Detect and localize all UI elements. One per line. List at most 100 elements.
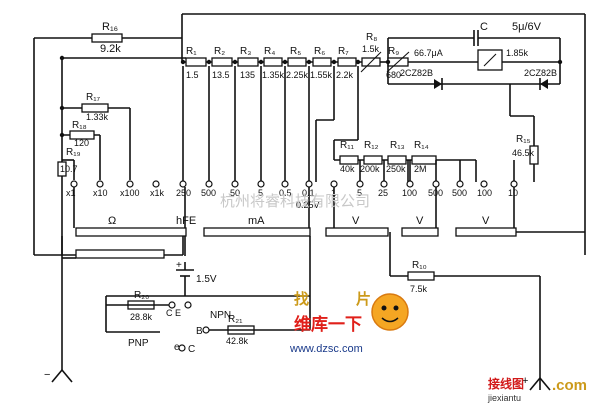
terminal-label-v10: 10 xyxy=(508,188,518,198)
value-r12: 200k xyxy=(360,164,380,174)
watermark-site2: jiexiantu xyxy=(487,393,521,403)
terminal-label-v100: 100 xyxy=(402,188,417,198)
terminal-label-v500b: 500 xyxy=(452,188,467,198)
value-r15: 46.5k xyxy=(512,148,535,158)
value-r17: 1.33k xyxy=(86,112,109,122)
watermark-brand2: 接线图 xyxy=(488,376,524,391)
terminal-label-v500: 500 xyxy=(428,188,443,198)
switch-bar-vac[interactable] xyxy=(455,227,517,237)
meter-needle xyxy=(483,53,497,67)
value-r6: 1.55k xyxy=(310,70,333,80)
label-diode2: 2CZ82B xyxy=(524,68,557,78)
probe-plus xyxy=(529,377,541,391)
resistor-r14 xyxy=(411,155,437,165)
resistor-r10 xyxy=(407,271,435,281)
socket-label-e: e xyxy=(174,342,180,353)
terminal-0.1[interactable] xyxy=(305,180,313,188)
switch-label-vdc: V xyxy=(352,215,360,227)
switch-bar-hfe[interactable] xyxy=(75,249,165,259)
terminal-label-0.25v: 0.25V xyxy=(296,200,320,210)
resistor-r2 xyxy=(211,57,233,67)
junction-dot xyxy=(180,59,186,65)
switch-bar-ohm[interactable] xyxy=(75,227,187,237)
terminal-v500b[interactable] xyxy=(456,180,464,188)
label-r18: R₁₈ xyxy=(72,120,87,131)
label-r7: R₇ xyxy=(338,46,349,57)
value-r19: 10.7 xyxy=(60,164,78,174)
switch-bar-ma[interactable] xyxy=(203,227,311,237)
battery-plus: + xyxy=(176,260,182,271)
terminal-label-500: 500 xyxy=(201,188,216,198)
terminal-label-x1: x1 xyxy=(66,188,76,198)
terminal-v1[interactable] xyxy=(330,180,338,188)
junction-dot xyxy=(206,59,212,65)
terminal-v500[interactable] xyxy=(432,180,440,188)
terminal-label-50: 50 xyxy=(230,188,240,198)
terminal-x1k[interactable] xyxy=(152,180,160,188)
value-r8: 1.5k xyxy=(362,44,380,54)
terminal-5[interactable] xyxy=(257,180,265,188)
terminal-50[interactable] xyxy=(231,180,239,188)
terminal-v10[interactable] xyxy=(510,180,518,188)
socket-e[interactable] xyxy=(184,301,192,309)
terminal-label-0.5: 0.5 xyxy=(279,188,292,198)
value-r3: 135 xyxy=(240,70,255,80)
junction-dot xyxy=(59,105,65,111)
label-r12: R₁₂ xyxy=(364,140,379,151)
label-r16: R₁₆ xyxy=(102,21,118,33)
junction-dot xyxy=(258,59,264,65)
socket-e2[interactable] xyxy=(178,344,186,352)
switch-bar-vdc2[interactable] xyxy=(401,227,439,237)
junction-dot xyxy=(557,59,563,65)
label-r1: R₁ xyxy=(186,46,197,57)
socket-c[interactable] xyxy=(168,301,176,309)
watermark-brand-top: 找 xyxy=(294,290,309,308)
terminal-x10[interactable] xyxy=(96,180,104,188)
terminal-x100[interactable] xyxy=(126,180,134,188)
potentiometer-arrow xyxy=(386,51,410,73)
terminal-v5[interactable] xyxy=(356,180,364,188)
terminal-v25[interactable] xyxy=(380,180,388,188)
terminal-label-x1k: x1k xyxy=(150,188,165,198)
switch-label-vdc2: V xyxy=(416,215,424,227)
terminal-label-v5: 5 xyxy=(357,188,362,198)
label-r17: R₁₇ xyxy=(86,92,101,103)
terminal-250[interactable] xyxy=(179,180,187,188)
resistor-r17 xyxy=(81,103,109,113)
diode-icon xyxy=(434,79,442,89)
value-r9: 680 xyxy=(386,70,401,80)
value-r18: 120 xyxy=(74,138,89,148)
junction-dot xyxy=(306,59,312,65)
label-r13: R₁₃ xyxy=(390,140,405,151)
label-r19: R₁₉ xyxy=(66,147,81,158)
probe-minus-label: − xyxy=(44,369,50,381)
socket-b[interactable] xyxy=(202,326,210,334)
label-r14: R₁₄ xyxy=(414,140,429,151)
label-capacitor: C xyxy=(480,21,488,33)
watermark-company: 杭州将睿科技有限公司 xyxy=(220,192,370,210)
label-r5: R₅ xyxy=(290,46,301,57)
socket-label-b: B xyxy=(196,326,203,337)
resistor-r11 xyxy=(339,155,359,165)
label-r9: R₉ xyxy=(388,46,399,57)
value-r1: 1.5 xyxy=(186,70,199,80)
potentiometer-arrow xyxy=(360,51,382,73)
terminal-x1[interactable] xyxy=(70,180,78,188)
terminal-v100b[interactable] xyxy=(480,180,488,188)
label-r10: R₁₀ xyxy=(412,260,427,271)
label-r2: R₂ xyxy=(214,46,225,57)
terminal-label-v25: 25 xyxy=(378,188,388,198)
resistor-r6 xyxy=(312,57,332,67)
label-diode1: 2CZ82B xyxy=(400,68,433,78)
watermark-site: www.dzsc.com xyxy=(289,343,363,355)
switch-label-ma: mA xyxy=(248,215,265,227)
switch-bar-vdc[interactable] xyxy=(325,227,389,237)
terminal-500[interactable] xyxy=(205,180,213,188)
junction-dot xyxy=(59,132,65,138)
terminal-v100[interactable] xyxy=(406,180,414,188)
value-capacitor: 5μ/6V xyxy=(512,21,542,33)
socket-label-ce: C E xyxy=(166,308,181,318)
terminal-0.5[interactable] xyxy=(281,180,289,188)
